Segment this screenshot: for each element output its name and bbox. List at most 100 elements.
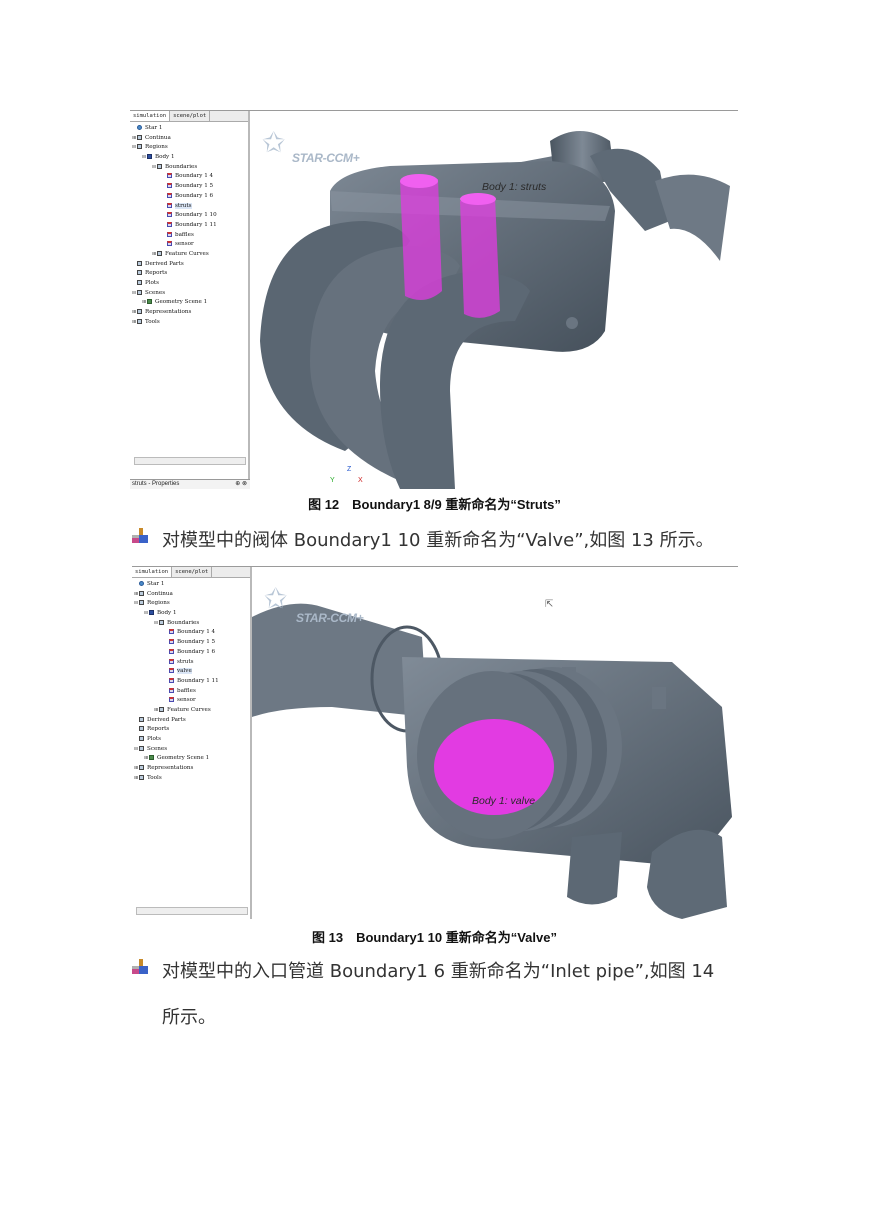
simulation-tree: Star 1⊞Continua⊟Regions⊟Body 1⊟Boundarie…	[130, 124, 248, 327]
tree-node[interactable]: ⊟Boundaries	[130, 163, 248, 173]
tree-node[interactable]: Derived Parts	[132, 716, 250, 726]
horizontal-scrollbar[interactable]	[134, 457, 246, 465]
tree-node[interactable]: Boundary 1 5	[130, 182, 248, 192]
tree-node[interactable]: Boundary 1 6	[130, 192, 248, 202]
tree-node[interactable]: Derived Parts	[130, 260, 248, 270]
graphics-viewport[interactable]: ✩ STAR-CCM+ Body 1: valve ⇱	[252, 567, 738, 919]
tree-node-label: Body 1	[155, 154, 175, 161]
tree-node[interactable]: Boundary 1 11	[132, 677, 250, 687]
tree-node[interactable]: Reports	[132, 725, 250, 735]
tree-node[interactable]: baffles	[132, 687, 250, 697]
boundary-icon	[167, 231, 172, 237]
folder-icon	[137, 134, 142, 140]
expand-toggle-icon[interactable]: ⊞	[132, 309, 137, 316]
tree-node[interactable]: ⊞Representations	[130, 308, 248, 318]
tree-node[interactable]: Boundary 1 5	[132, 638, 250, 648]
boundary-icon	[167, 192, 172, 198]
tree-node[interactable]: ⊟Regions	[130, 143, 248, 153]
star-logo-icon: ✩	[264, 582, 288, 615]
expand-toggle-icon[interactable]: ⊟	[134, 600, 139, 607]
folder-icon	[159, 706, 164, 712]
expand-toggle-icon[interactable]: ⊟	[132, 289, 137, 296]
tree-node-label: Geometry Scene 1	[157, 755, 210, 762]
tree-node-label: Boundary 1 5	[177, 639, 216, 646]
tree-node-label: Boundaries	[167, 619, 200, 626]
tree-node[interactable]: ⊟Body 1	[132, 609, 250, 619]
tree-node-label: Continua	[147, 590, 173, 597]
tree-node[interactable]: ⊟Regions	[132, 599, 250, 609]
expand-toggle-icon[interactable]: ⊞	[142, 299, 147, 306]
tree-node-label: sensor	[177, 697, 196, 704]
boundary-icon	[169, 668, 174, 674]
paragraph-valve: 对模型中的阀体 Boundary1 10 重新命名为“Valve”,如图 13 …	[162, 530, 714, 551]
tree-node[interactable]: ⊞ Geometry Scene 1	[132, 754, 250, 764]
horizontal-scrollbar[interactable]	[136, 907, 248, 915]
tree-node[interactable]: ⊞Geometry Scene 1	[130, 298, 248, 308]
expand-toggle-icon[interactable]: ⊞	[134, 774, 139, 781]
boundary-icon	[167, 212, 172, 218]
tree-node[interactable]: baffles	[130, 231, 248, 241]
tree-node[interactable]: Star 1	[130, 124, 248, 134]
expand-toggle-icon[interactable]: ⊞	[134, 765, 139, 772]
boundary-icon	[167, 221, 172, 227]
tab-scene-plot[interactable]: scene/plot	[170, 111, 211, 121]
tree-node[interactable]: ⊟ Scenes	[130, 289, 248, 299]
figure-13-screenshot: simulation scene/plot Star 1⊞Continua⊟Re…	[132, 566, 738, 919]
tree-node[interactable]: ⊞Continua	[130, 134, 248, 144]
tree-node[interactable]: Star 1	[132, 580, 250, 590]
tree-node[interactable]: Boundary 1 4	[130, 172, 248, 182]
expand-toggle-icon[interactable]: ⊟	[144, 610, 149, 617]
graphics-viewport[interactable]: ✩ STAR-CCM+ Body 1: struts Z Y X	[250, 111, 738, 489]
boundary-icon	[169, 687, 174, 693]
tree-node[interactable]: struts	[130, 202, 248, 212]
tree-node[interactable]: sensor	[130, 240, 248, 250]
expand-toggle-icon[interactable]: ⊞	[154, 706, 159, 713]
expand-toggle-icon[interactable]: ⊞	[152, 250, 157, 257]
tree-node[interactable]: Plots	[130, 279, 248, 289]
tree-node[interactable]: struts	[132, 658, 250, 668]
tree-node[interactable]: ⊞Tools	[130, 318, 248, 328]
tree-node[interactable]: Reports	[130, 269, 248, 279]
folder-icon	[137, 289, 142, 295]
expand-toggle-icon[interactable]: ⊟	[152, 163, 157, 170]
tree-node[interactable]: ⊟ Body 1	[130, 153, 248, 163]
tree-node-label: struts	[175, 202, 192, 209]
expand-toggle-icon[interactable]: ⊞	[132, 134, 137, 141]
boundary-icon	[169, 639, 174, 645]
expand-toggle-icon[interactable]: ⊞	[132, 318, 137, 325]
panel-tabs: simulation scene/plot	[132, 567, 250, 578]
expand-toggle-icon[interactable]: ⊟	[154, 619, 159, 626]
tree-node[interactable]: sensor	[132, 696, 250, 706]
tab-simulation[interactable]: simulation	[132, 567, 173, 577]
tree-node[interactable]: valve	[132, 667, 250, 677]
tab-simulation[interactable]: simulation	[130, 111, 171, 121]
tree-node[interactable]: ⊞Feature Curves	[130, 250, 248, 260]
folder-icon	[159, 619, 164, 625]
tree-node[interactable]: Plots	[132, 735, 250, 745]
boundary-icon	[167, 202, 172, 208]
tree-node[interactable]: ⊟ Boundaries	[132, 619, 250, 629]
tree-node[interactable]: ⊞Representations	[132, 764, 250, 774]
properties-controls[interactable]: ⊕ ⊗	[235, 481, 247, 487]
body-icon	[149, 610, 154, 616]
axis-y-label: Y	[330, 477, 335, 484]
expand-toggle-icon[interactable]: ⊞	[134, 590, 139, 597]
tree-node[interactable]: ⊟Scenes	[132, 745, 250, 755]
boundary-icon	[169, 677, 174, 683]
tree-node[interactable]: ⊞Tools	[132, 774, 250, 784]
tree-node[interactable]: Boundary 1 10	[130, 211, 248, 221]
tab-scene-plot[interactable]: scene/plot	[172, 567, 213, 577]
expand-toggle-icon[interactable]: ⊟	[132, 144, 137, 151]
tree-node-label: baffles	[177, 687, 196, 694]
expand-toggle-icon[interactable]: ⊞	[144, 755, 149, 762]
expand-toggle-icon[interactable]: ⊟	[142, 154, 147, 161]
tree-node[interactable]: ⊞Feature Curves	[132, 706, 250, 716]
tree-node-label: Scenes	[145, 289, 166, 296]
tree-node[interactable]: Boundary 1 11	[130, 221, 248, 231]
tree-node[interactable]: ⊞ Continua	[132, 590, 250, 600]
boundary-icon	[169, 648, 174, 654]
expand-toggle-icon[interactable]: ⊟	[134, 745, 139, 752]
folder-icon	[137, 270, 142, 276]
tree-node[interactable]: Boundary 1 4	[132, 628, 250, 638]
tree-node[interactable]: Boundary 1 6	[132, 648, 250, 658]
